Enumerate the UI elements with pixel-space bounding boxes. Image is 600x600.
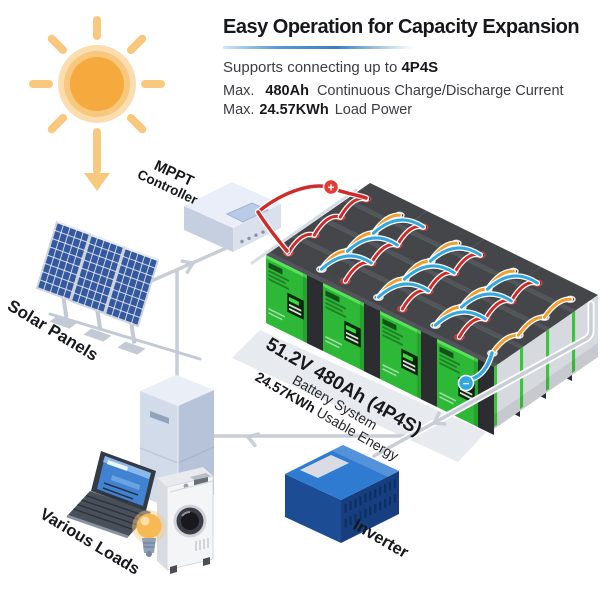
light-bulb-icon	[132, 510, 166, 557]
pack-platform-edge	[250, 188, 358, 265]
negative-badge-symbol: −	[462, 377, 469, 391]
arrow-to-mppt-icon	[180, 259, 196, 274]
page-title: Easy Operation for Capacity Expansion	[223, 16, 580, 38]
inverter-vents	[344, 479, 397, 528]
negative-badge: −	[457, 374, 475, 392]
subtitle-highlight: 4P4S	[401, 59, 439, 76]
inverter-icon	[285, 445, 399, 543]
subtitle-text: Supports connecting up to	[223, 59, 402, 76]
spec-power-value: 24.57KWh	[259, 102, 329, 118]
mppt-controller-icon	[184, 182, 281, 252]
solar-panels-icon	[36, 221, 202, 361]
battery-cell	[380, 293, 463, 407]
header: Easy Operation for Capacity Expansion Su…	[223, 16, 595, 118]
laptop-icon	[66, 451, 156, 539]
title-underline	[223, 46, 413, 49]
washing-machine-icon	[157, 467, 214, 574]
sun-arrow-icon	[84, 146, 110, 191]
battery-cell	[323, 265, 406, 379]
wire-battery-to-inverter	[370, 300, 595, 460]
subtitle: Supports connecting up to 4P4S	[223, 59, 595, 76]
positive-badge: +	[322, 178, 340, 196]
sun-icon	[29, 16, 165, 152]
battery-cables	[285, 195, 574, 357]
arrow-to-loads-icon	[244, 432, 261, 448]
battery-cell	[437, 321, 520, 435]
arrow-to-inverter-icon	[431, 411, 447, 426]
positive-badge-symbol: +	[327, 181, 334, 195]
spec-current-value: 480Ah	[265, 83, 309, 99]
